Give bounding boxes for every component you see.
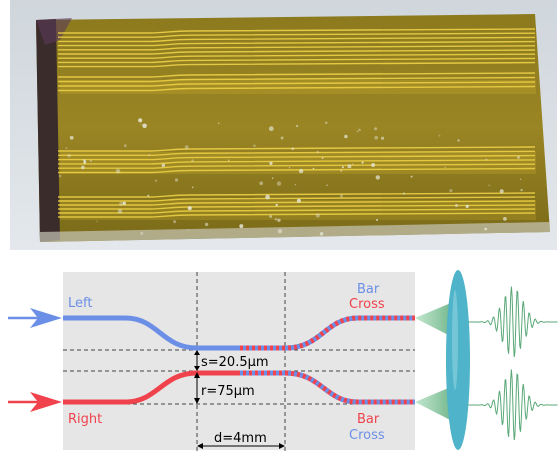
waveguide-top xyxy=(63,315,240,351)
input-arrow-left xyxy=(8,308,62,328)
waveguide-bottom-mixed-dash xyxy=(240,370,415,405)
dimension-separation xyxy=(194,350,200,371)
wave-packet-bottom xyxy=(468,369,558,441)
input-arrow-right xyxy=(8,392,62,412)
lens xyxy=(446,270,470,450)
label-radius: r=75μm xyxy=(201,384,255,399)
label-input-left: Left xyxy=(68,296,92,311)
label-length: d=4mm xyxy=(214,431,267,446)
chip-photo xyxy=(10,0,557,250)
chip-speckles xyxy=(58,118,523,236)
waveguide-top-mixed-dash xyxy=(240,315,415,351)
label-separation: s=20.5μm xyxy=(201,355,269,370)
coupler-schematic: Left Right Bar Cross Bar Cross s=20.5μm … xyxy=(8,270,558,452)
label-output-bottom-bar: Bar xyxy=(357,412,380,427)
wave-packet-top xyxy=(468,286,558,358)
label-output-bottom-cross: Cross xyxy=(349,428,385,443)
dimension-length xyxy=(197,443,285,449)
waveguide-stripes xyxy=(58,28,536,220)
label-output-top-cross: Cross xyxy=(349,297,385,312)
schematic-panel xyxy=(63,272,415,450)
label-output-top-bar: Bar xyxy=(357,282,380,297)
waveguide-bottom xyxy=(63,370,240,405)
lens-highlight xyxy=(452,290,458,390)
label-input-right: Right xyxy=(68,412,102,427)
dimension-radius xyxy=(194,372,200,404)
